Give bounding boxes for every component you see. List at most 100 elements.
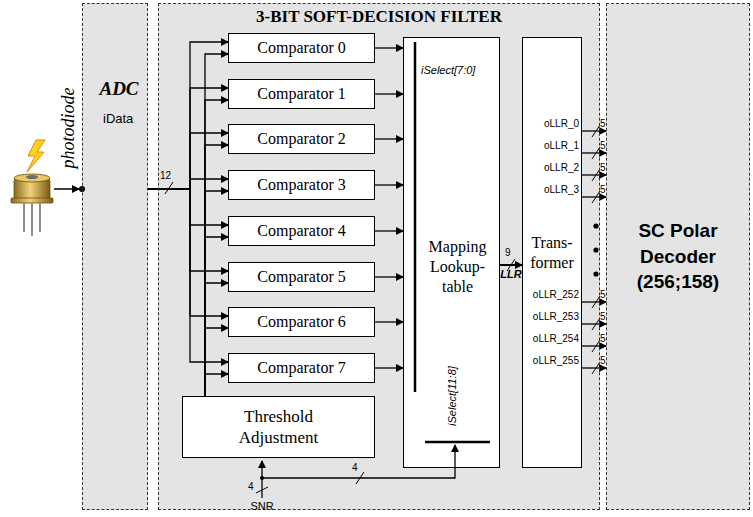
panel-title: 3-BIT SOFT-DECISION FILTER xyxy=(159,7,599,27)
box-label: Comparator 7 xyxy=(257,359,345,377)
connector-arrow xyxy=(582,345,606,346)
bus-bar xyxy=(414,42,417,392)
port-name: oLLR_1 xyxy=(544,140,579,151)
connector-arrow xyxy=(375,138,403,139)
connector-arrow xyxy=(148,133,228,189)
connector-arrow xyxy=(582,196,606,197)
box-label: Comparator 0 xyxy=(257,39,345,57)
box-label: SC Polar Decoder (256;158) xyxy=(630,218,726,295)
connector-arrow xyxy=(205,100,228,396)
connector-arrow xyxy=(375,93,403,94)
signal-name: iSelect[7:0] xyxy=(421,64,475,76)
port-name: oLLR_3 xyxy=(544,184,579,195)
box-label: Comparator 3 xyxy=(257,176,345,194)
box-fill xyxy=(158,3,600,510)
box-fill xyxy=(82,3,148,510)
box-fill xyxy=(522,37,582,468)
connector-arrow xyxy=(375,230,403,231)
transformer-box: Trans- former xyxy=(522,37,582,468)
port-name: oLLR_253 xyxy=(533,311,579,322)
connector-arrow xyxy=(375,276,403,277)
connector-arrow xyxy=(205,374,228,396)
bus-width: 4 xyxy=(248,481,254,492)
connector-arrow xyxy=(375,367,403,368)
connector-arrow xyxy=(375,47,403,48)
connector-arrow xyxy=(375,321,403,322)
signal-wire xyxy=(54,188,79,190)
box-fill xyxy=(228,262,375,292)
port-name: oLLR_252 xyxy=(533,289,579,300)
box-fill xyxy=(182,396,375,458)
box-label: Comparator 5 xyxy=(257,268,345,286)
signal-name: iData xyxy=(103,112,133,126)
box-fill xyxy=(606,3,750,510)
connector-arrow xyxy=(148,189,228,225)
signal-name: SNR xyxy=(250,500,273,512)
bus-width: 5 xyxy=(600,355,606,366)
box-fill xyxy=(228,353,375,383)
box-fill xyxy=(228,170,375,200)
connector-arrow xyxy=(148,189,228,316)
connector-arrow xyxy=(148,189,228,271)
connector-arrow xyxy=(148,42,228,189)
bus-width: 5 xyxy=(600,184,606,195)
connector-arrow xyxy=(205,328,228,396)
bus-width: 5 xyxy=(600,289,606,300)
comparator-box: Comparator 4 xyxy=(228,216,375,246)
box-label: ADC xyxy=(91,78,147,100)
bus-width: 5 xyxy=(600,311,606,322)
decoder-panel: SC Polar Decoder (256;158) xyxy=(606,3,750,510)
bus-slash xyxy=(165,125,600,493)
bus-width: 4 xyxy=(352,462,358,473)
connector-arrow xyxy=(582,367,606,368)
box-fill xyxy=(228,124,375,154)
box-fill xyxy=(228,216,375,246)
comparator-box: Comparator 1 xyxy=(228,79,375,109)
box-fill xyxy=(403,37,500,468)
photodiode-symbol xyxy=(11,140,53,236)
port-name: oLLR_2 xyxy=(544,162,579,173)
adc-panel: ADC xyxy=(82,3,148,510)
box-fill xyxy=(228,33,375,63)
comparator-box: Comparator 2 xyxy=(228,124,375,154)
connector-arrow xyxy=(148,88,228,189)
port-name: oLLR_255 xyxy=(533,355,579,366)
bus-width: 5 xyxy=(600,333,606,344)
comparator-box: Comparator 3 xyxy=(228,170,375,200)
connector-arrow xyxy=(205,145,228,396)
box-label: Mapping Lookup- table xyxy=(420,237,495,297)
box-label: Comparator 6 xyxy=(257,313,345,331)
junction-dot xyxy=(260,476,264,480)
threshold-box: Threshold Adjustment xyxy=(182,396,375,458)
box-fill xyxy=(228,79,375,109)
bus-width: 9 xyxy=(505,247,511,258)
signal-name: LLR xyxy=(500,268,521,280)
connector-arrow xyxy=(582,152,606,153)
box-fill xyxy=(228,307,375,337)
connector-arrow xyxy=(205,54,228,396)
connector-arrow xyxy=(375,184,403,185)
snr-wire xyxy=(262,445,455,498)
signal-name: iSelect[11:8] xyxy=(446,366,458,426)
box-label: Comparator 2 xyxy=(257,130,345,148)
comparator-box: Comparator 5 xyxy=(228,262,375,292)
connector-arrow xyxy=(205,237,228,396)
device-name: photodiode xyxy=(58,87,78,168)
box-label: Threshold Adjustment xyxy=(224,406,334,449)
ellipsis-dots xyxy=(593,223,598,276)
bus-bar xyxy=(425,441,490,444)
comparator-box: Comparator 6 xyxy=(228,307,375,337)
comparator-box: Comparator 7 xyxy=(228,353,375,383)
connector-arrow xyxy=(205,191,228,396)
connector-arrow xyxy=(582,174,606,175)
bus-width: 5 xyxy=(600,140,606,151)
port-name: oLLR_0 xyxy=(544,118,579,129)
connector-arrow xyxy=(148,189,228,362)
comparator-box: Comparator 0 xyxy=(228,33,375,63)
filter-panel: 3-BIT SOFT-DECISION FILTER Comparator 0 Co… xyxy=(158,3,600,510)
connector-arrow xyxy=(582,301,606,302)
box-label: Trans- former xyxy=(525,233,579,273)
port-name: oLLR_254 xyxy=(533,333,579,344)
connector-arrow xyxy=(582,323,606,324)
